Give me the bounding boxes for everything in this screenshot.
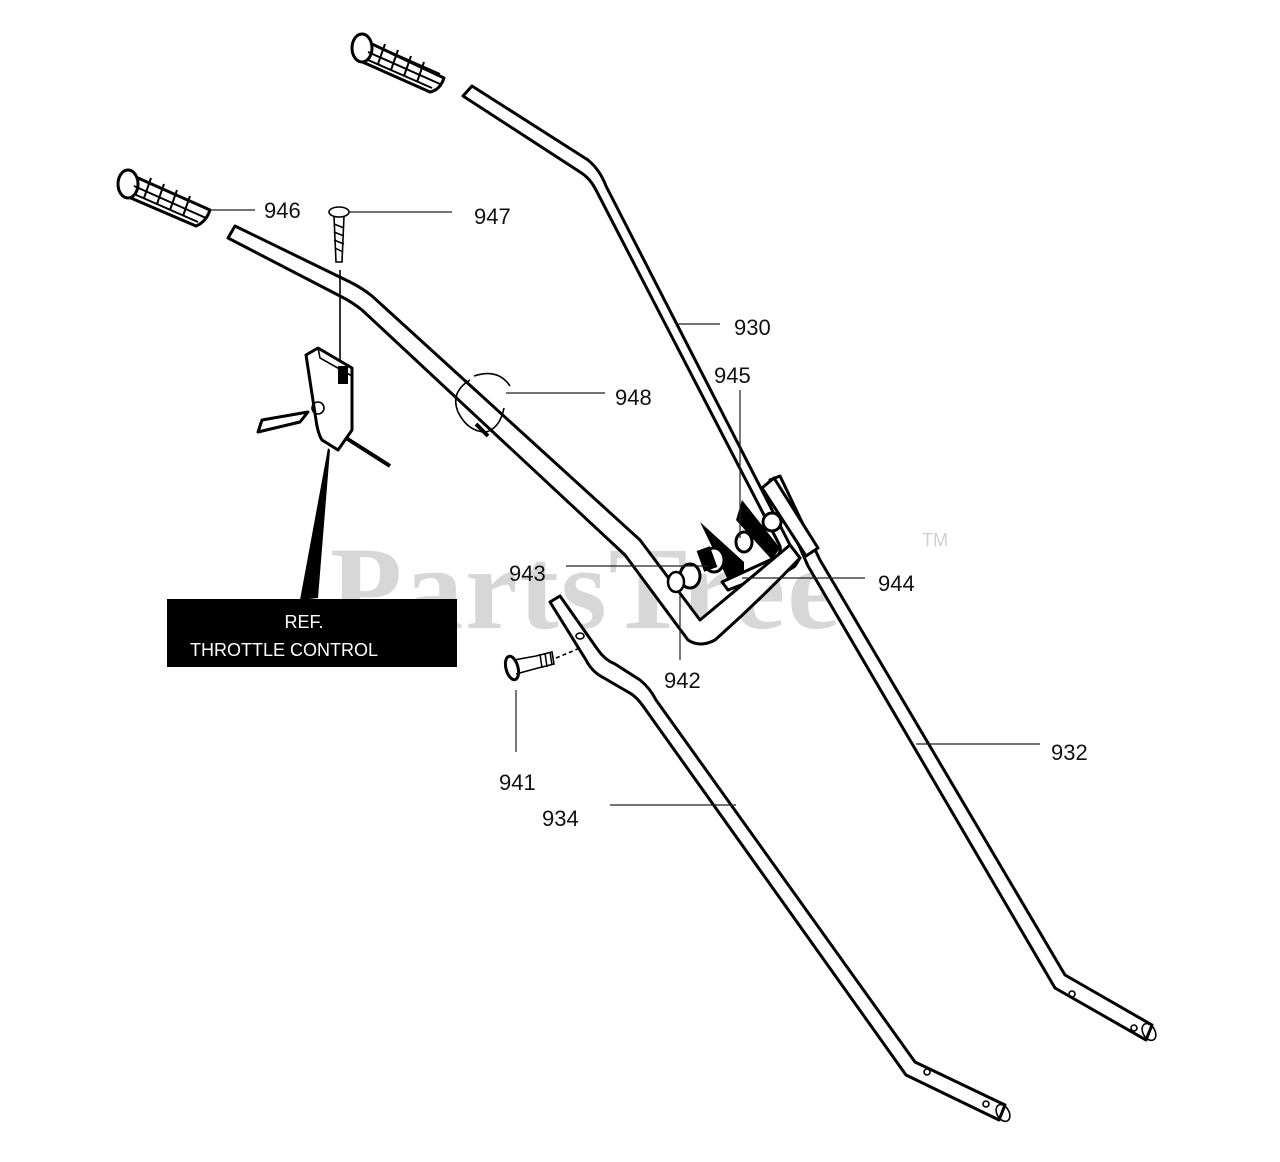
pivot-hardware (666, 500, 783, 594)
bolt-941 (503, 647, 581, 682)
label-943: 943 (509, 561, 546, 586)
ref-box-line2: THROTTLE CONTROL (190, 640, 378, 660)
label-944: 944 (878, 571, 915, 596)
label-946: 946 (264, 198, 301, 223)
label-942: 942 (664, 668, 701, 693)
watermark-trademark: TM (922, 530, 948, 550)
grip-upper (350, 32, 446, 94)
lower-handle-934 (548, 594, 1011, 1123)
grip-lower (116, 168, 212, 228)
ref-box-line1: REF. (284, 612, 323, 632)
label-948: 948 (615, 385, 652, 410)
clamp-948 (454, 372, 511, 438)
label-941: 941 (499, 770, 536, 795)
label-934: 934 (542, 806, 579, 831)
label-947: 947 (474, 204, 511, 229)
middle-handle-tube (226, 224, 802, 646)
ref-throttle-control-box: REF. THROTTLE CONTROL (167, 599, 457, 667)
label-930: 930 (734, 315, 771, 340)
leader-lines (210, 209, 1040, 806)
throttle-control-bracket (256, 346, 392, 600)
label-945: 945 (714, 363, 751, 388)
lower-handle-932 (760, 474, 1157, 1042)
label-932: 932 (1051, 740, 1088, 765)
